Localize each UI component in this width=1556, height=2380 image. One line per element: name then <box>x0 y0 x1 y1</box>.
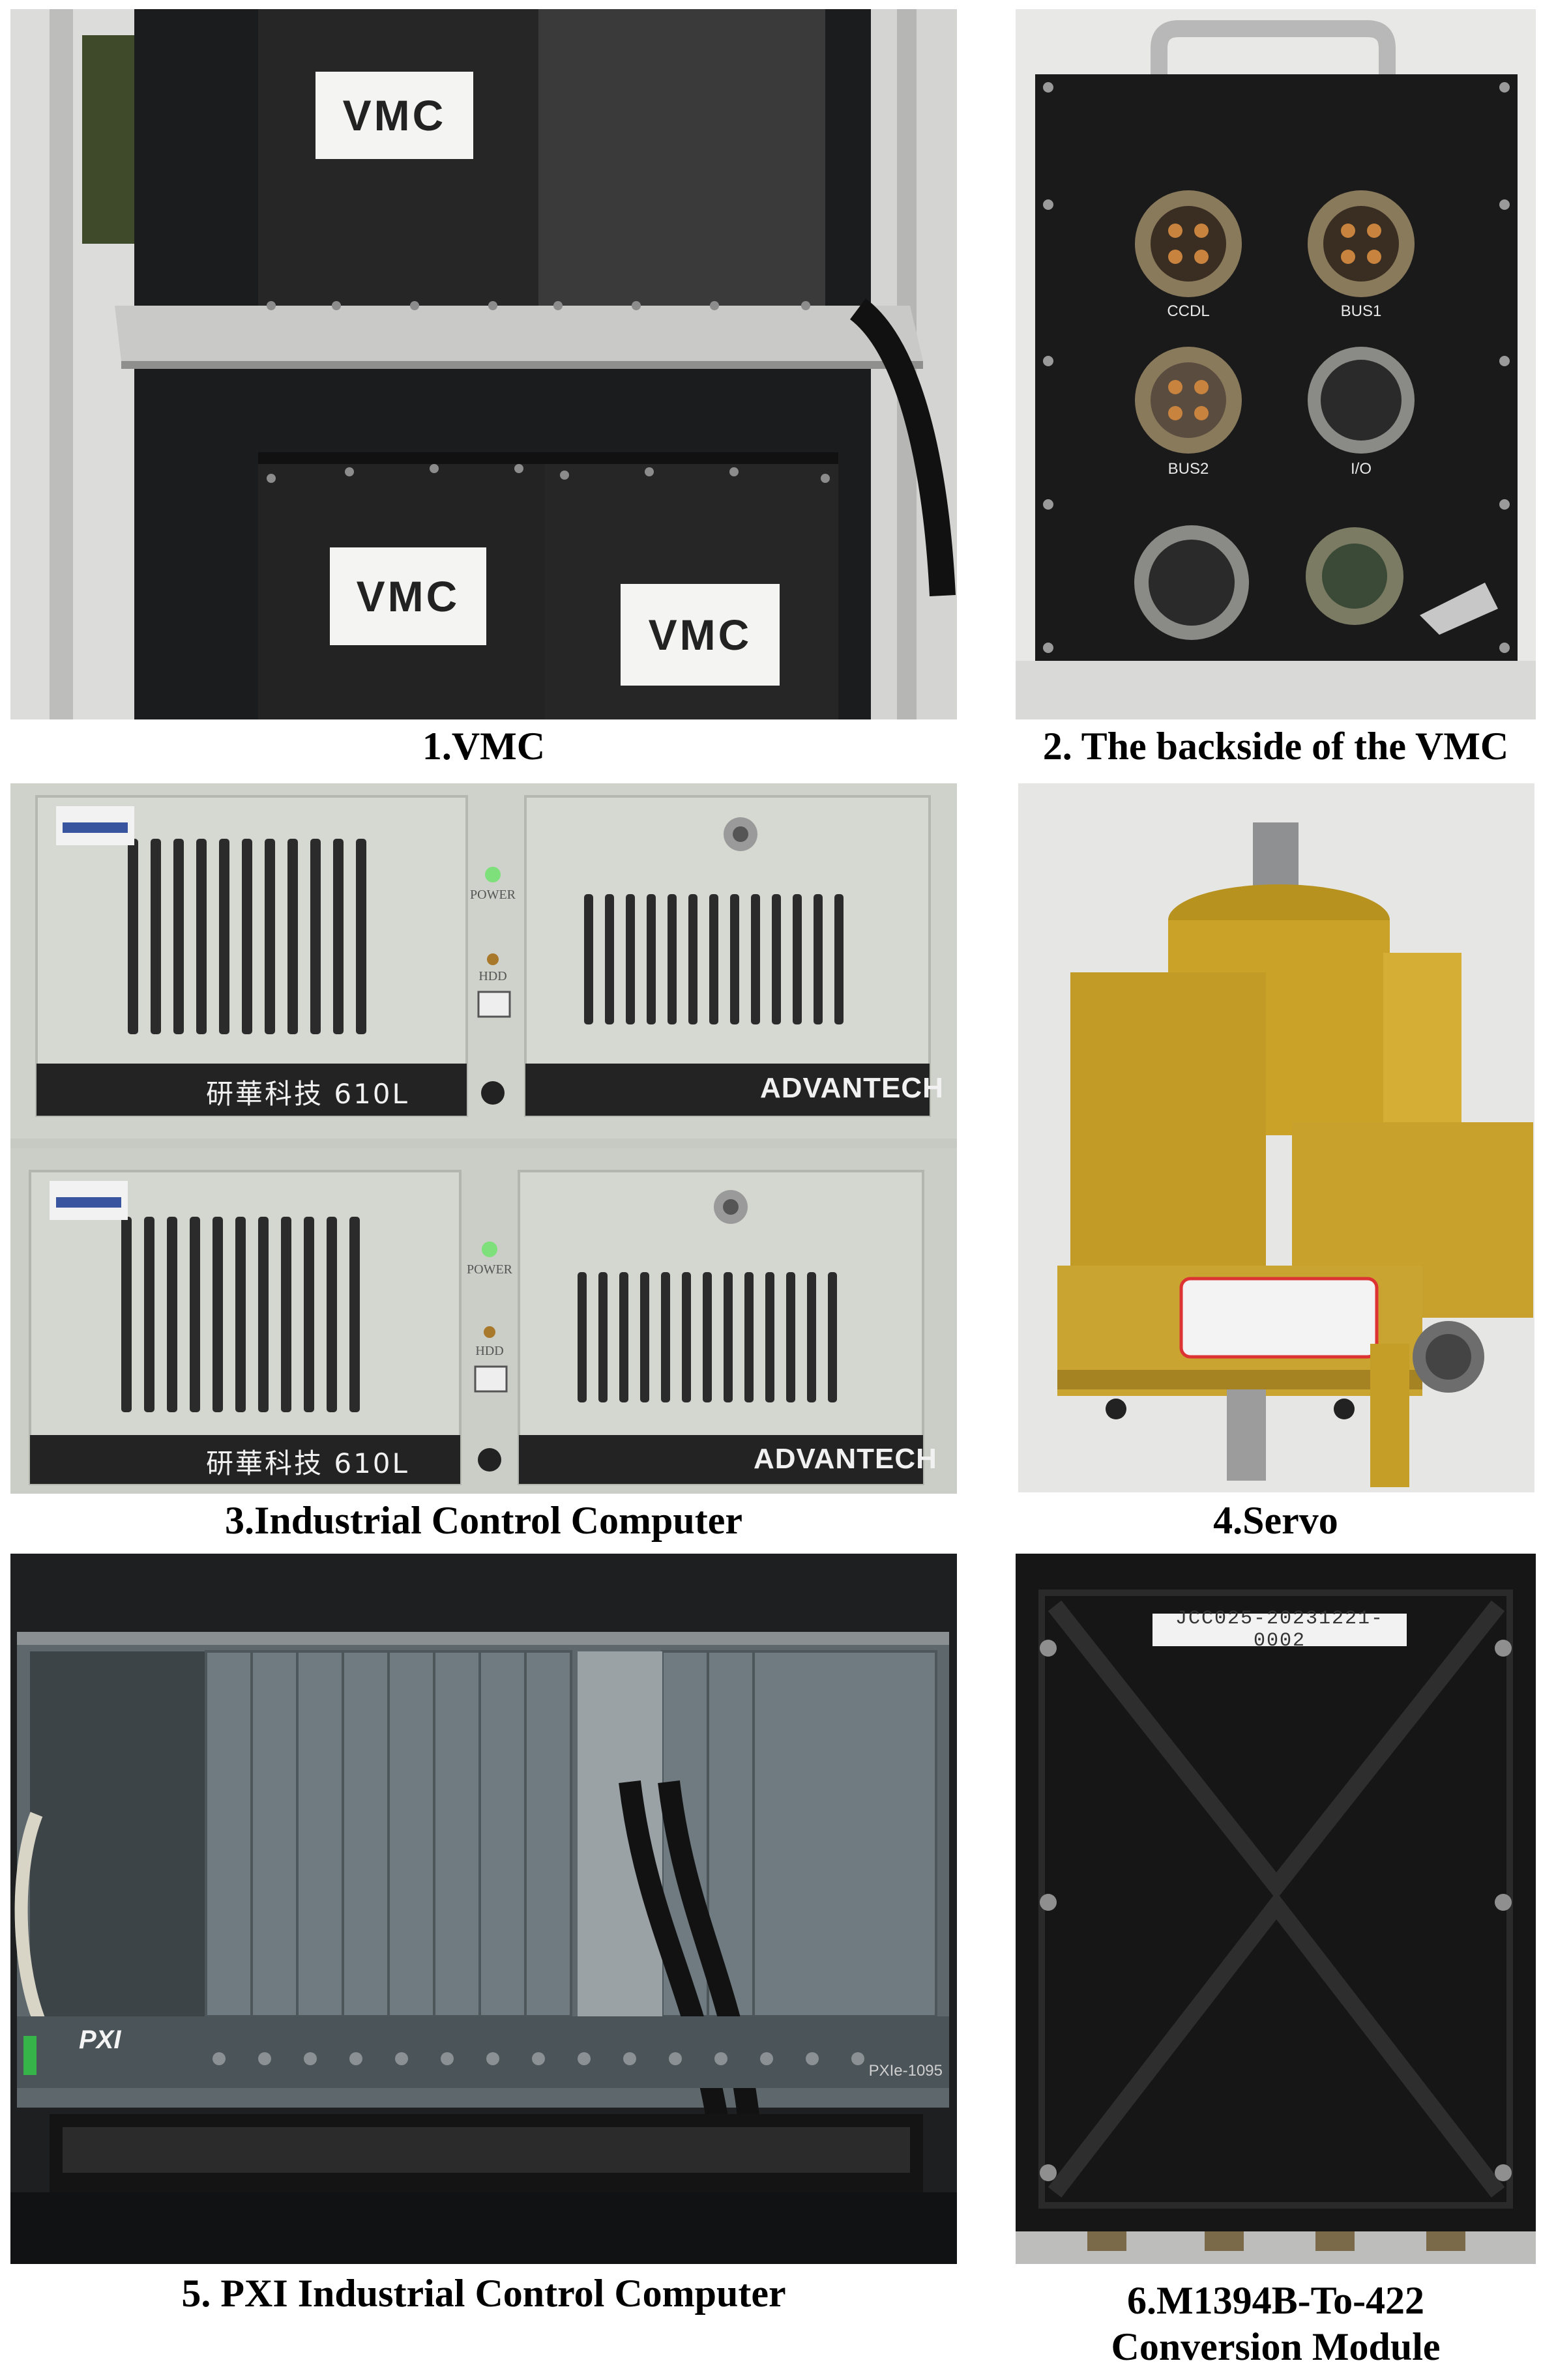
caption-conversion-module-line1: 6.M1394B-To-422 <box>1126 2279 1425 2322</box>
caption-industrial-computer: 3.Industrial Control Computer <box>225 1499 742 1542</box>
pxi-logo: PXI <box>79 2025 121 2054</box>
power-label-bottom: POWER <box>467 1262 512 1277</box>
industrial-computer-photo: POWER HDD POWER HDD 研華科技 610L 研華科技 610L … <box>10 783 957 1494</box>
caption-vmc: 1.VMC <box>422 725 546 768</box>
model-label-bottom: 研華科技 610L <box>206 1447 409 1479</box>
connector-label-io: I/O <box>1350 460 1372 478</box>
caption-conversion-module: 6.M1394B-To-422 Conversion Module <box>1004 2278 1548 2370</box>
power-label-top: POWER <box>470 888 516 902</box>
vmc-backside-photo: CCDL BUS1 BUS2 I/O <box>1016 9 1536 719</box>
connector-label-bus1: BUS1 <box>1340 302 1382 320</box>
pxi-model-label: PXIe-1095 <box>868 2062 943 2080</box>
model-label-top: 研華科技 610L <box>206 1078 409 1110</box>
advantech-logo-top: ADVANTECH <box>760 1072 944 1104</box>
caption-conversion-module-line2: Conversion Module <box>1111 2325 1441 2368</box>
pxi-computer-photo: PXI PXIe-1095 <box>10 1554 957 2264</box>
servo-photo <box>1018 783 1534 1492</box>
vmc-label-bottom-left: VMC <box>330 547 486 645</box>
advantech-logo-bottom: ADVANTECH <box>754 1443 937 1475</box>
serial-number-label: JCC025-20231221-0002 <box>1152 1608 1407 1652</box>
connector-label-ccdl: CCDL <box>1167 302 1210 320</box>
caption-pxi-computer: 5. PXI Industrial Control Computer <box>181 2272 786 2315</box>
caption-vmc-backside: 2. The backside of the VMC <box>1042 725 1509 768</box>
vmc-label-bottom-right: VMC <box>621 584 780 686</box>
connector-label-bus2: BUS2 <box>1167 460 1209 478</box>
caption-servo: 4.Servo <box>1213 1499 1338 1542</box>
hdd-label-top: HDD <box>478 969 507 983</box>
hdd-label-bottom: HDD <box>475 1344 504 1358</box>
conversion-module-photo: JCC025-20231221-0002 <box>1016 1554 1536 2264</box>
vmc-label-top: VMC <box>316 72 473 159</box>
vmc-photo: VMC VMC VMC <box>10 9 957 719</box>
